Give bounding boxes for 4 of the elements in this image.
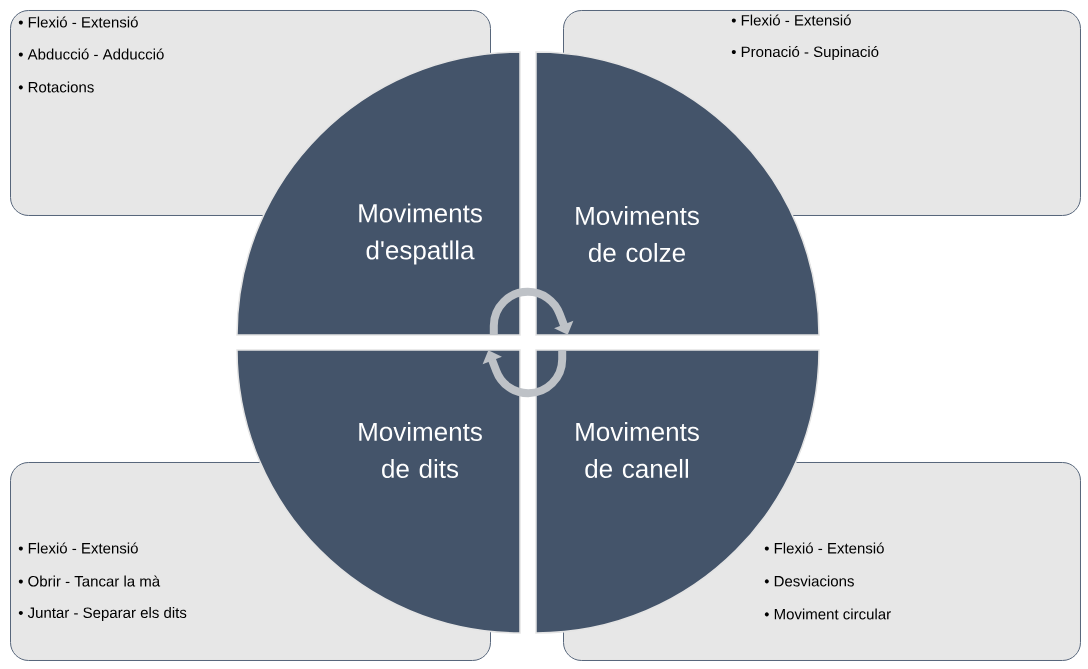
quadrant: Moviments de dits	[236, 349, 521, 634]
quadrant: Moviments d'espatlla	[236, 51, 521, 336]
cycle-arrow	[482, 350, 567, 398]
cycle-arrow	[489, 287, 574, 335]
